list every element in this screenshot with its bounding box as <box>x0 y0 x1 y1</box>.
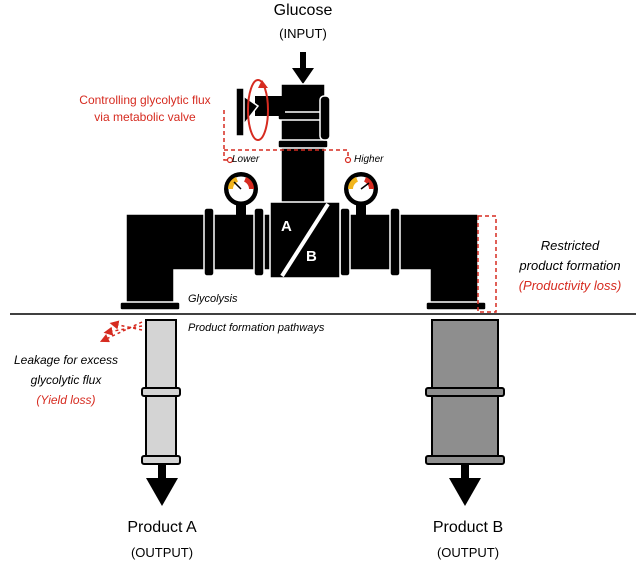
input-arrow-icon <box>292 52 314 84</box>
valve-label-line1: Controlling glycolytic flux <box>79 93 211 107</box>
top-vertical-pipe <box>277 83 331 213</box>
pathways-label: Product formation pathways <box>188 322 325 334</box>
pressure-gauge-icon <box>224 172 258 216</box>
main-horizontal-pipe <box>119 207 487 311</box>
junction-ab <box>269 201 341 279</box>
product-b-title: Product B <box>432 519 504 536</box>
product-a-arrow-icon <box>146 464 178 506</box>
valve-control-lines <box>223 110 349 161</box>
valve-higher-label: Higher <box>354 154 384 165</box>
product-a-subtitle: (OUTPUT) <box>130 545 194 560</box>
leakage-line3: (Yield loss) <box>36 393 96 407</box>
product-b-pipe <box>425 319 505 465</box>
valve-handwheel-icon <box>235 79 285 141</box>
restricted-line3: (Productivity loss) <box>518 278 622 293</box>
input-subtitle: (INPUT) <box>279 26 327 41</box>
restricted-line1: Restricted <box>540 238 600 253</box>
product-b-arrow-icon <box>449 464 481 506</box>
valve-label-line2: via metabolic valve <box>94 110 196 124</box>
product-b-subtitle: (OUTPUT) <box>436 545 500 560</box>
glycolysis-label: Glycolysis <box>188 293 238 305</box>
leakage-line2: glycolytic flux <box>30 373 102 387</box>
restricted-line2: product formation <box>519 258 621 273</box>
junction-a-label: A <box>281 218 292 235</box>
product-a-pipe <box>141 319 181 465</box>
input-title: Glucose <box>273 2 333 19</box>
leakage-line1: Leakage for excess <box>13 353 119 367</box>
pressure-gauge-icon <box>344 172 378 216</box>
junction-b-label: B <box>306 248 317 265</box>
dashed-flow-lines-icon <box>99 320 143 343</box>
product-a-title: Product A <box>127 519 197 536</box>
valve-lower-label: Lower <box>232 154 260 165</box>
restricted-box <box>477 215 497 313</box>
